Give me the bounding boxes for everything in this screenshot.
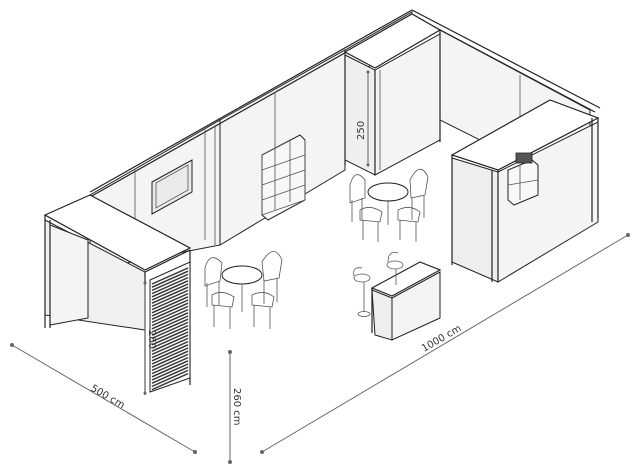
slat (151, 289, 189, 308)
depth-label: 500 cm (89, 383, 127, 411)
chair (409, 168, 429, 220)
slat (151, 292, 189, 311)
tv-screen (151, 159, 193, 215)
slat (151, 331, 189, 349)
slat (151, 315, 189, 333)
slat (151, 369, 189, 388)
small-cube-shelf (507, 152, 539, 206)
slat (151, 273, 189, 292)
slat (151, 296, 189, 314)
chair (251, 292, 275, 329)
slat (151, 270, 189, 288)
chair (349, 174, 366, 222)
slat (151, 340, 189, 359)
slat (151, 283, 189, 301)
bar-stool (353, 267, 371, 317)
slat (151, 334, 189, 352)
pillar-height-label: 260 (146, 330, 157, 349)
reception-desk (353, 252, 442, 341)
slat (151, 324, 189, 343)
slatted-column: 260 (143, 261, 191, 395)
slat (151, 321, 189, 340)
storage-room: 250 (343, 13, 442, 176)
coffee-machine (515, 152, 533, 164)
slat (151, 312, 189, 330)
storage-height-label: 250 (356, 121, 367, 140)
slat (151, 337, 189, 356)
slat (151, 286, 189, 304)
width-label: 1000 cm (420, 323, 463, 354)
round-table-lower (204, 251, 283, 329)
slat (151, 366, 189, 384)
slat (151, 372, 189, 391)
slat (151, 344, 189, 362)
dimension-height: 260 cm (228, 350, 242, 464)
cube-shelf (261, 134, 306, 221)
slat (151, 305, 189, 324)
slat (151, 280, 189, 298)
slat (151, 267, 189, 285)
chair (397, 207, 421, 242)
slat (151, 276, 189, 295)
slat (151, 350, 189, 368)
chair (261, 251, 283, 304)
slat (151, 363, 189, 381)
chair (211, 292, 235, 329)
slat (151, 353, 189, 372)
slat (151, 318, 189, 336)
slat (151, 302, 189, 320)
left-counter-wall (43, 194, 192, 395)
chair (359, 207, 383, 242)
slat (151, 328, 189, 346)
bar-stool (386, 252, 404, 285)
slat (151, 360, 189, 378)
round-table-upper (349, 168, 429, 242)
slat (151, 347, 189, 365)
slat (151, 299, 189, 317)
slat (151, 308, 189, 327)
chair (204, 257, 223, 307)
slat (151, 356, 189, 375)
height-label: 260 cm (231, 388, 242, 426)
dimension-width: 1000 cm (260, 233, 630, 454)
